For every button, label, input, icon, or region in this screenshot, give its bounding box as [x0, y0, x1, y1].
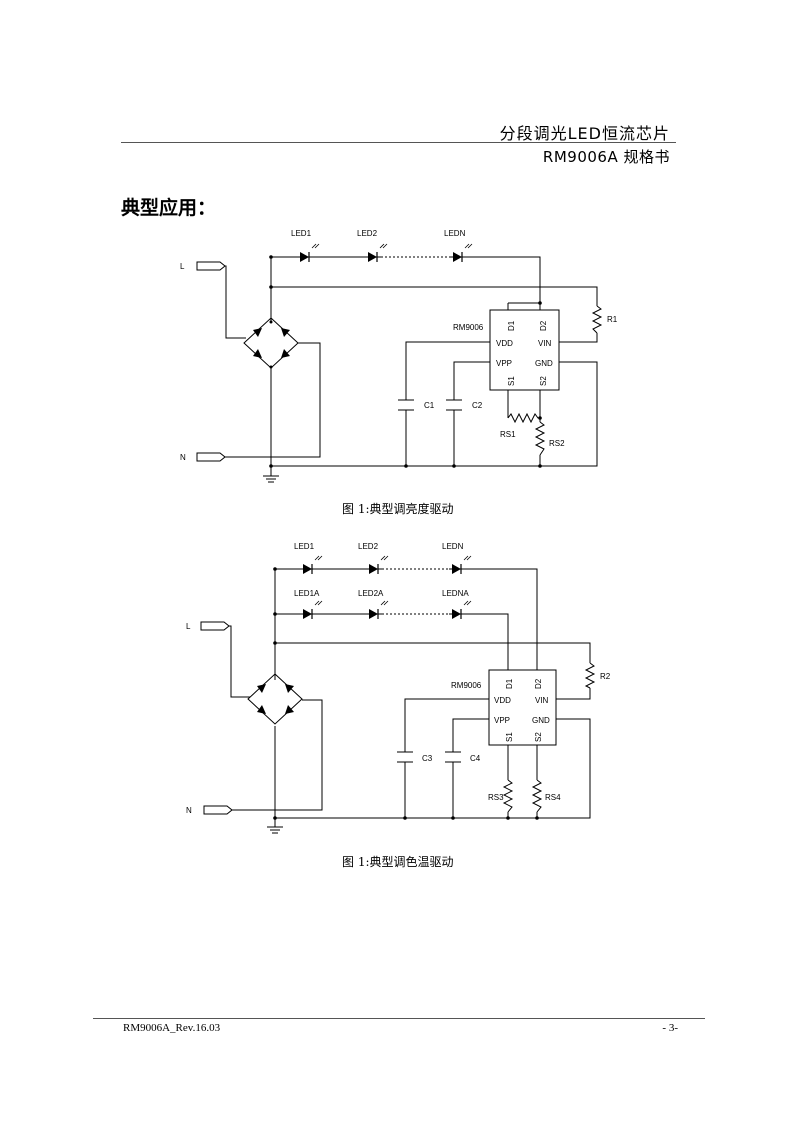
capacitor-c4: C4 — [445, 751, 481, 763]
svg-text:RM9006: RM9006 — [451, 681, 482, 690]
svg-text:C2: C2 — [472, 401, 483, 410]
capacitor-c1: C1 — [398, 399, 435, 411]
chip-rm9006: RM9006 VDD VIN VPP GND D1 D2 S1 S2 — [453, 309, 560, 391]
svg-text:LED2A: LED2A — [358, 589, 384, 598]
svg-text:RS2: RS2 — [549, 439, 565, 448]
input-terminal-l: L — [186, 621, 230, 631]
circuit-wires — [225, 255, 598, 468]
svg-text:N: N — [186, 806, 192, 815]
led-string-2: LED1A LED2A LEDNA — [294, 589, 472, 620]
label-led1: LED1 — [291, 229, 312, 238]
svg-text:R2: R2 — [600, 672, 611, 681]
led-string: LED1 LED2 LEDN — [291, 229, 473, 263]
chip-rm9006: RM9006 VDD VIN VPP GND D1 D2 S1 S2 — [451, 669, 557, 746]
footer-divider — [93, 1018, 705, 1019]
header-spec-title: RM9006A 规格书 — [542, 148, 670, 166]
svg-text:VPP: VPP — [496, 359, 512, 368]
section-title: 典型应用： — [121, 197, 217, 219]
svg-text:L: L — [180, 262, 185, 271]
footer-doc-id: RM9006A_Rev.16.03 — [123, 1022, 221, 1034]
svg-text:D2: D2 — [539, 320, 548, 331]
led-string-1: LED1 LED2 LEDN — [294, 542, 472, 575]
bridge-rectifier — [247, 673, 303, 725]
svg-text:VDD: VDD — [496, 339, 513, 348]
figure2-caption: 图 1:典型调色温驱动 — [342, 855, 454, 869]
svg-text:L: L — [186, 622, 191, 631]
ground-symbol — [267, 818, 283, 834]
svg-text:LEDNA: LEDNA — [442, 589, 469, 598]
svg-text:VPP: VPP — [494, 716, 510, 725]
svg-text:S2: S2 — [534, 732, 543, 742]
footer-page-number: - 3- — [662, 1022, 678, 1034]
svg-text:S2: S2 — [539, 376, 548, 386]
header-divider — [121, 142, 676, 143]
svg-text:S1: S1 — [505, 732, 514, 742]
ground-symbol — [263, 466, 279, 483]
svg-text:RS4: RS4 — [545, 793, 561, 802]
resistor-r1: R1 — [591, 305, 618, 334]
header-product-name: 分段调光LED恒流芯片 — [499, 124, 670, 143]
input-terminal-l: L — [180, 261, 226, 271]
svg-text:D2: D2 — [534, 678, 543, 689]
svg-text:RS1: RS1 — [500, 430, 516, 439]
svg-text:C3: C3 — [422, 754, 433, 763]
resistor-r2: R2 — [584, 662, 611, 689]
label-ledn: LEDN — [444, 229, 466, 238]
svg-text:VDD: VDD — [494, 696, 511, 705]
capacitor-c3: C3 — [397, 751, 433, 763]
svg-text:RM9006: RM9006 — [453, 323, 484, 332]
svg-text:LEDN: LEDN — [442, 542, 464, 551]
svg-text:LED2: LED2 — [358, 542, 379, 551]
svg-text:D1: D1 — [507, 320, 516, 331]
bridge-rectifier — [243, 317, 299, 369]
svg-text:LED1: LED1 — [294, 542, 315, 551]
svg-text:N: N — [180, 453, 186, 462]
svg-text:GND: GND — [532, 716, 550, 725]
svg-text:C1: C1 — [424, 401, 435, 410]
svg-text:GND: GND — [535, 359, 553, 368]
circuit-diagram-dimming: L N — [180, 229, 618, 483]
svg-text:VIN: VIN — [538, 339, 552, 348]
figure1-caption: 图 1:典型调亮度驱动 — [342, 502, 454, 516]
svg-text:C4: C4 — [470, 754, 481, 763]
svg-text:LED1A: LED1A — [294, 589, 320, 598]
circuit-wires — [229, 567, 591, 820]
resistor-rs3: RS3 — [488, 779, 514, 813]
capacitor-c2: C2 — [446, 399, 483, 411]
svg-text:D1: D1 — [505, 678, 514, 689]
label-led2: LED2 — [357, 229, 378, 238]
circuit-diagram-color-temperature: L N — [186, 542, 611, 834]
svg-text:RS3: RS3 — [488, 793, 504, 802]
svg-text:VIN: VIN — [535, 696, 549, 705]
svg-text:S1: S1 — [507, 376, 516, 386]
input-terminal-n: N — [180, 452, 226, 462]
resistor-rs2: RS2 — [534, 421, 565, 456]
svg-text:R1: R1 — [607, 315, 618, 324]
resistor-rs4: RS4 — [531, 779, 561, 813]
input-terminal-n: N — [186, 805, 233, 815]
resistor-rs1: RS1 — [500, 412, 540, 439]
